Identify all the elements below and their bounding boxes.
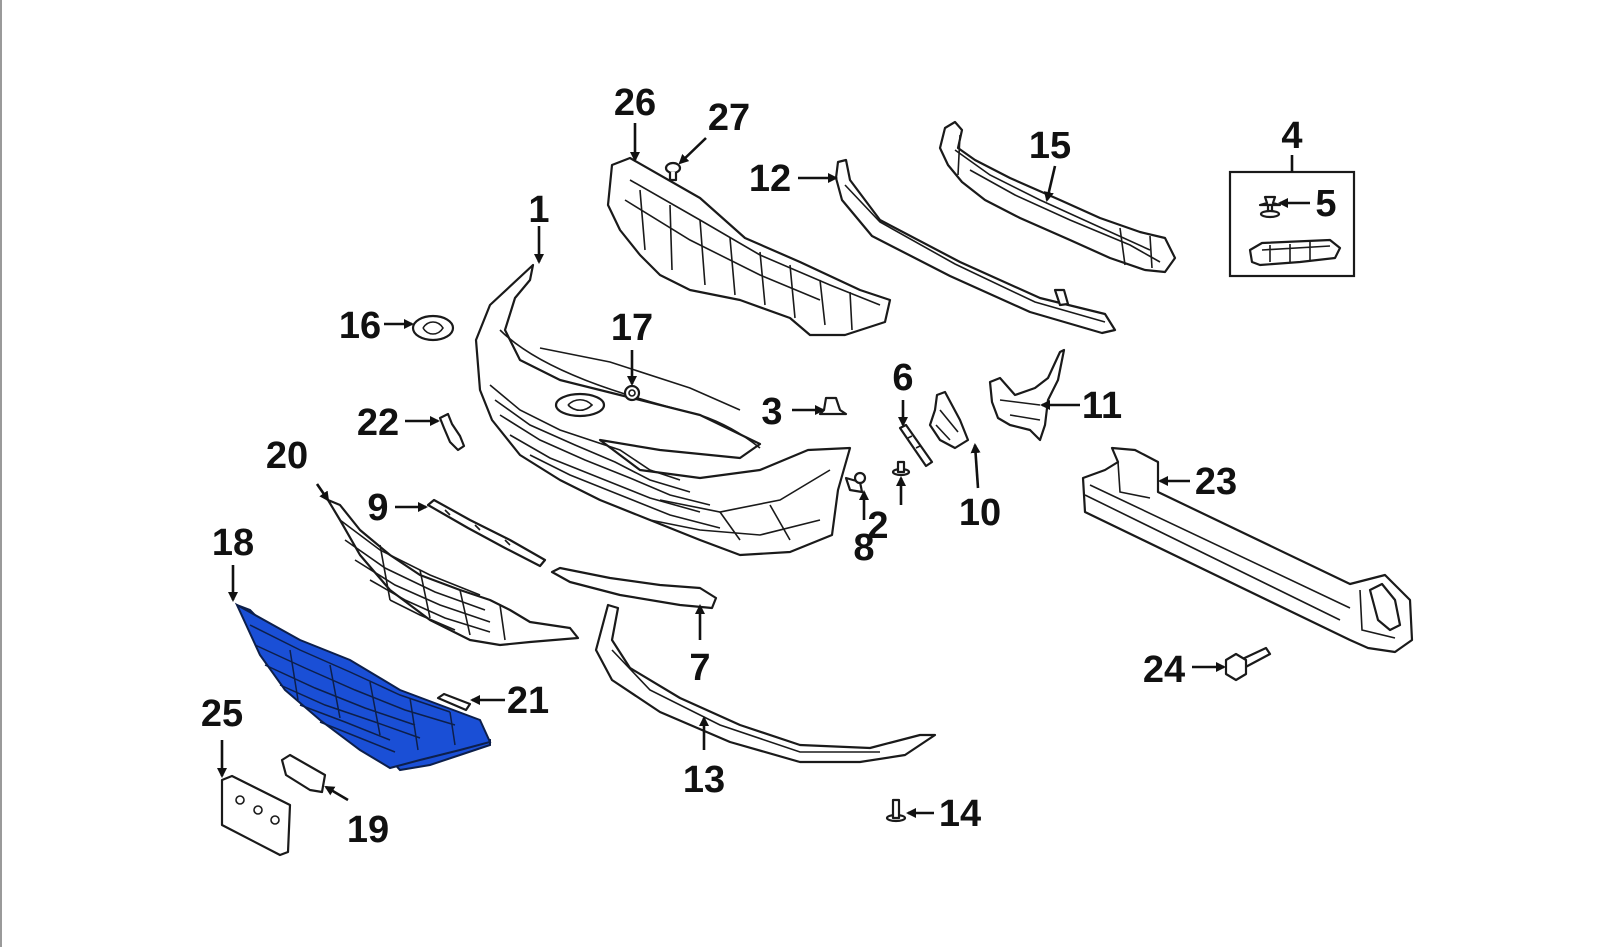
part-22-sensor [438,412,466,452]
part-6-strip [898,423,934,468]
leader-15 [1043,165,1057,202]
callout-13: 13 [683,759,725,801]
callout-15: 15 [1029,125,1071,167]
callout-12: 12 [749,158,791,200]
part-2-screw [891,460,911,477]
part-25-license-bracket [220,774,292,857]
leader-10 [970,443,981,489]
callout-21: 21 [507,680,549,722]
part-16-emblem [411,314,455,342]
leader-lines [217,123,1310,818]
part-10-side-bracket [928,390,970,450]
callout-7: 7 [689,647,710,689]
callout-9: 9 [367,487,388,529]
part-8-bolt [844,471,867,494]
callout-18: 18 [212,522,254,564]
callout-25: 25 [201,693,243,735]
part-14-clip [885,798,907,823]
part-12-upper-strip [834,158,1117,335]
part-26-upper-support [606,156,892,337]
part-18-grille-highlighted [234,602,492,772]
leader-27 [678,137,707,165]
part-15-energy-absorber [938,120,1177,274]
callout-11: 11 [1082,385,1122,427]
callout-16: 16 [339,305,381,347]
part-9-molding [426,498,547,568]
part-7-lower-molding [550,566,718,610]
callout-17: 17 [611,307,653,349]
callout-5: 5 [1315,183,1336,225]
part-24-bolt [1224,646,1272,682]
callout-8: 8 [853,527,874,569]
part-11-air-guide [988,348,1066,442]
callout-2: 2 [867,505,888,547]
callout-3: 3 [761,391,782,433]
leader-19 [324,785,349,802]
callout-6: 6 [892,357,913,399]
callout-24: 24 [1143,649,1185,691]
part-27-clip [664,161,682,182]
part-19-bracket [280,753,327,794]
part-20-grille-frame [326,498,580,647]
part-17-nut [623,384,641,402]
left-border [0,0,2,947]
callout-19: 19 [347,809,389,851]
callout-27: 27 [708,97,750,139]
callout-22: 22 [357,402,399,444]
callout-1: 1 [528,189,549,231]
callout-26: 26 [614,82,656,124]
callout-4: 4 [1281,115,1302,157]
part-23-reinforcement-beam [1081,446,1414,654]
callout-14: 14 [939,793,981,835]
callout-23: 23 [1195,461,1237,503]
callout-numbers: 1 2 3 4 5 6 7 8 9 10 11 12 13 14 15 16 1… [201,82,1337,851]
part-13-lower-lip [594,603,937,764]
callout-10: 10 [959,492,1001,534]
leader-20 [315,483,330,502]
callout-20: 20 [266,435,308,477]
part-1-bumper-cover [474,263,852,557]
part-3-clip [818,396,848,416]
